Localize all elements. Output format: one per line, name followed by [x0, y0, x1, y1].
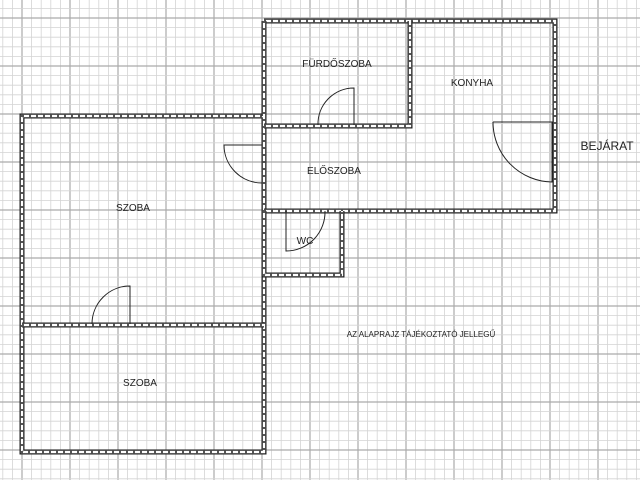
wall: [264, 21, 413, 129]
disclaimer-note: AZ ALAPRAJZ TÁJÉKOZTATÓ JELLEGŰ: [347, 330, 496, 339]
room-label-room-2: SZOBA: [123, 378, 157, 389]
room-label-kitchen: KONYHA: [451, 78, 494, 89]
door-kitchen: [492, 121, 553, 183]
wall: [264, 21, 412, 128]
wall: [264, 21, 412, 128]
room-label-bathroom: FÜRDŐSZOBA: [302, 56, 372, 70]
walls: [19, 18, 558, 455]
wall: [262, 211, 344, 277]
room-label-wc: WC: [297, 236, 314, 247]
door-room-2: [91, 285, 131, 325]
room-label-room-1: SZOBA: [116, 203, 150, 214]
wall: [264, 19, 557, 213]
door-bathroom: [317, 87, 355, 126]
wall: [20, 114, 266, 454]
room-label-hall: ELŐSZOBA: [307, 163, 361, 177]
door-wc: [285, 210, 326, 252]
doors: [91, 87, 553, 325]
door-room-1: [223, 144, 263, 184]
entrance-label: BEJÁRAT: [580, 138, 634, 153]
